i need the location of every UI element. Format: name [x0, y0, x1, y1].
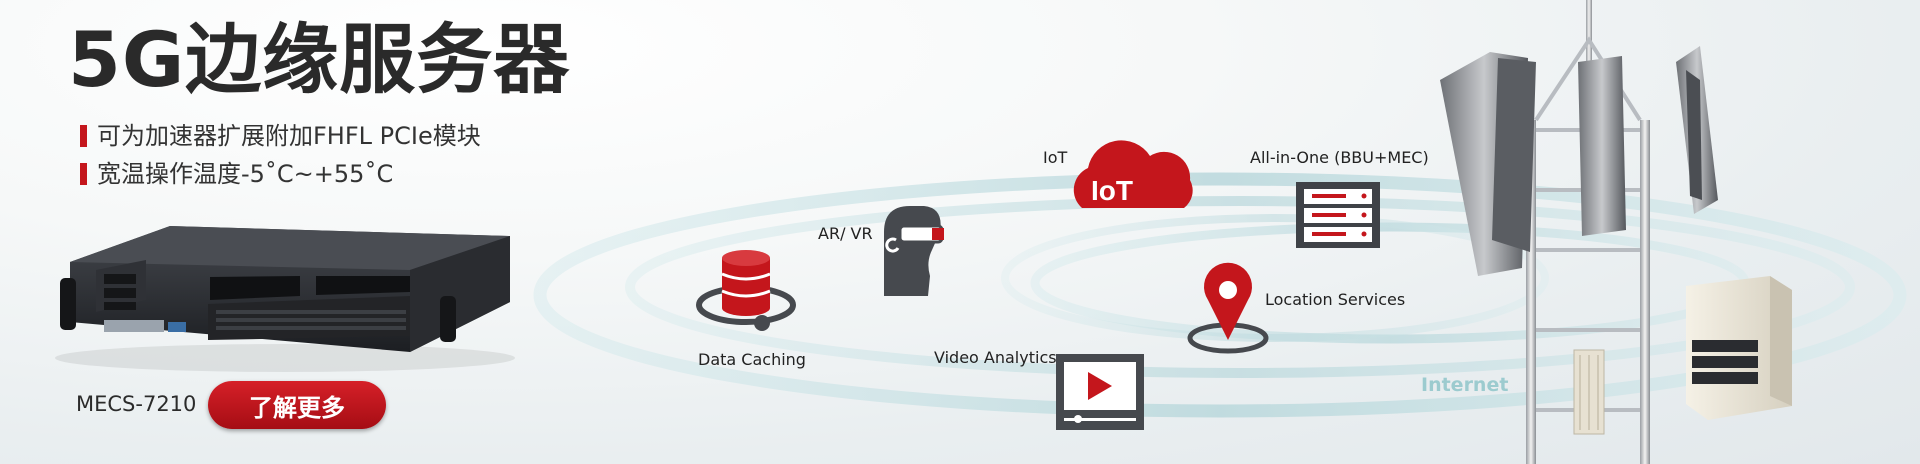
video-play-icon [1056, 354, 1144, 430]
bullet-marker [80, 163, 87, 185]
cloud-iot-icon [1073, 140, 1193, 208]
server-rack-icon [1296, 182, 1380, 248]
feature-item: 宽温操作温度-5˚C~+55˚C [80, 162, 393, 186]
database-icon [696, 250, 796, 331]
location-services-label: Location Services [1265, 290, 1406, 309]
bullet-marker [80, 125, 87, 147]
feature-text: 宽温操作温度-5˚C~+55˚C [97, 160, 394, 188]
iot-label: IoT [1043, 148, 1068, 167]
map-pin-icon [1187, 262, 1269, 354]
server-product-image [55, 226, 515, 372]
video-analytics-label: Video Analytics [934, 348, 1057, 367]
learn-more-button[interactable]: 了解更多 [208, 381, 386, 429]
internet-label: Internet [1421, 374, 1509, 396]
all-in-one-label: All-in-One (BBU+MEC) [1250, 148, 1429, 167]
outdoor-cabinet-image [1686, 276, 1792, 420]
feature-item: 可为加速器扩展附加FHFL PCIe模块 [80, 124, 481, 148]
page-title: 5G边缘服务器 [68, 15, 571, 104]
cell-tower-image [1440, 0, 1718, 464]
cloud-iot-text: IoT [1091, 175, 1133, 206]
feature-text: 可为加速器扩展附加FHFL PCIe模块 [97, 122, 481, 150]
data-caching-label: Data Caching [698, 350, 806, 369]
ar-vr-label: AR/ VR [818, 224, 873, 243]
model-name: MECS-7210 [76, 392, 197, 416]
vr-headset-icon [884, 206, 944, 296]
